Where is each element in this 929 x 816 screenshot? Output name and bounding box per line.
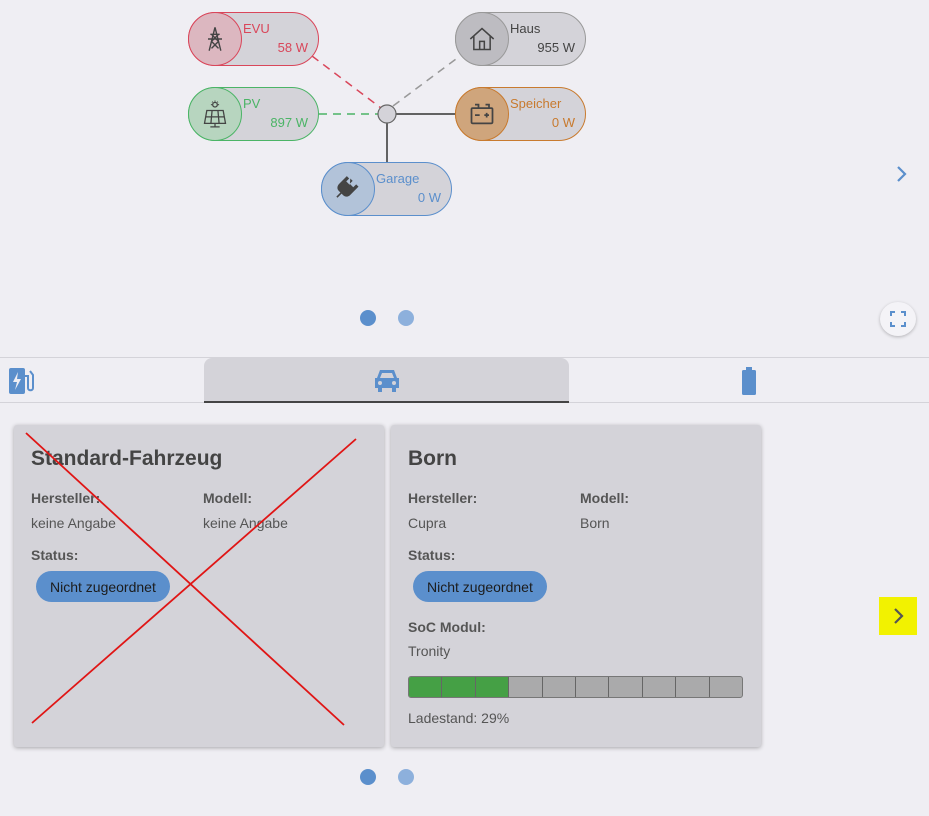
flow-hub	[377, 104, 397, 124]
soc-segment	[409, 677, 443, 697]
status-label: Status:	[408, 547, 456, 563]
soc-module-value: Tronity	[408, 643, 451, 659]
car-icon	[374, 369, 399, 392]
flow-lines	[311, 55, 461, 163]
power-tower-icon	[188, 12, 242, 66]
node-speicher[interactable]: Speicher 0 W	[455, 87, 586, 141]
model-value: Born	[580, 515, 610, 531]
chevron-right-icon[interactable]	[890, 163, 912, 185]
node-pv-label: PV	[243, 96, 261, 111]
chevron-right-icon	[894, 608, 904, 624]
soc-segment	[543, 677, 577, 697]
charge-point-icon	[9, 367, 34, 394]
soc-segment	[475, 677, 510, 697]
vehicle-title: Standard-Fahrzeug	[31, 447, 223, 470]
node-garage-label: Garage	[376, 171, 420, 186]
solar-panel-icon	[188, 87, 242, 141]
tab-vehicles[interactable]	[204, 358, 569, 403]
node-speicher-value: 0 W	[551, 115, 575, 130]
soc-segment	[442, 677, 476, 697]
soc-text: Ladestand: 29%	[408, 710, 510, 726]
manufacturer-label: Hersteller:	[31, 490, 101, 506]
node-evu-value: 58 W	[277, 40, 308, 55]
soc-module-label: SoC Modul:	[408, 619, 486, 635]
soc-segment	[676, 677, 710, 697]
energy-flow-diagram: EVU 58 W PV 897 W Haus 955 W	[0, 0, 929, 345]
pager-dot-1[interactable]	[360, 310, 376, 326]
model-value: keine Angabe	[203, 515, 288, 531]
battery-icon	[455, 87, 509, 141]
fullscreen-button[interactable]	[880, 302, 916, 336]
node-pv-value: 897 W	[270, 115, 308, 130]
manufacturer-label: Hersteller:	[408, 490, 478, 506]
node-haus-value: 955 W	[537, 40, 575, 55]
soc-segment	[509, 677, 543, 697]
soc-progress-bar	[408, 676, 743, 698]
vehicle-title: Born	[408, 447, 457, 470]
pager-dot-1[interactable]	[360, 769, 376, 785]
pager-dot-2[interactable]	[398, 769, 414, 785]
node-haus-label: Haus	[510, 21, 541, 36]
house-icon	[455, 12, 509, 66]
manufacturer-value: Cupra	[408, 515, 447, 531]
vehicle-pager	[360, 769, 414, 785]
model-label: Modell:	[203, 490, 252, 506]
flow-pager	[360, 310, 414, 326]
manufacturer-value: keine Angabe	[31, 515, 116, 531]
status-badge: Nicht zugeordnet	[36, 571, 170, 602]
node-garage-value: 0 W	[417, 190, 441, 205]
soc-segment	[643, 677, 677, 697]
vehicle-card-born[interactable]: Born Hersteller: Cupra Modell: Born Stat…	[391, 425, 761, 747]
soc-segment	[576, 677, 610, 697]
pager-dot-2[interactable]	[398, 310, 414, 326]
model-label: Modell:	[580, 490, 629, 506]
soc-segment	[710, 677, 742, 697]
node-evu-label: EVU	[243, 21, 270, 36]
next-vehicle-button[interactable]	[879, 597, 917, 635]
fullscreen-icon	[890, 311, 906, 327]
status-label: Status:	[31, 547, 79, 563]
tab-charge-points[interactable]	[0, 358, 204, 403]
soc-segment	[609, 677, 643, 697]
vehicle-card-standard[interactable]: Standard-Fahrzeug Hersteller: keine Anga…	[14, 425, 384, 747]
node-haus[interactable]: Haus 955 W	[455, 12, 586, 66]
node-garage[interactable]: Garage 0 W	[321, 162, 452, 216]
battery-icon	[742, 366, 756, 395]
plug-icon	[321, 162, 375, 216]
status-badge: Nicht zugeordnet	[413, 571, 547, 602]
tab-battery[interactable]	[569, 358, 929, 403]
node-evu[interactable]: EVU 58 W	[188, 12, 319, 66]
node-pv[interactable]: PV 897 W	[188, 87, 319, 141]
tab-bar	[0, 357, 929, 403]
node-speicher-label: Speicher	[510, 96, 562, 111]
